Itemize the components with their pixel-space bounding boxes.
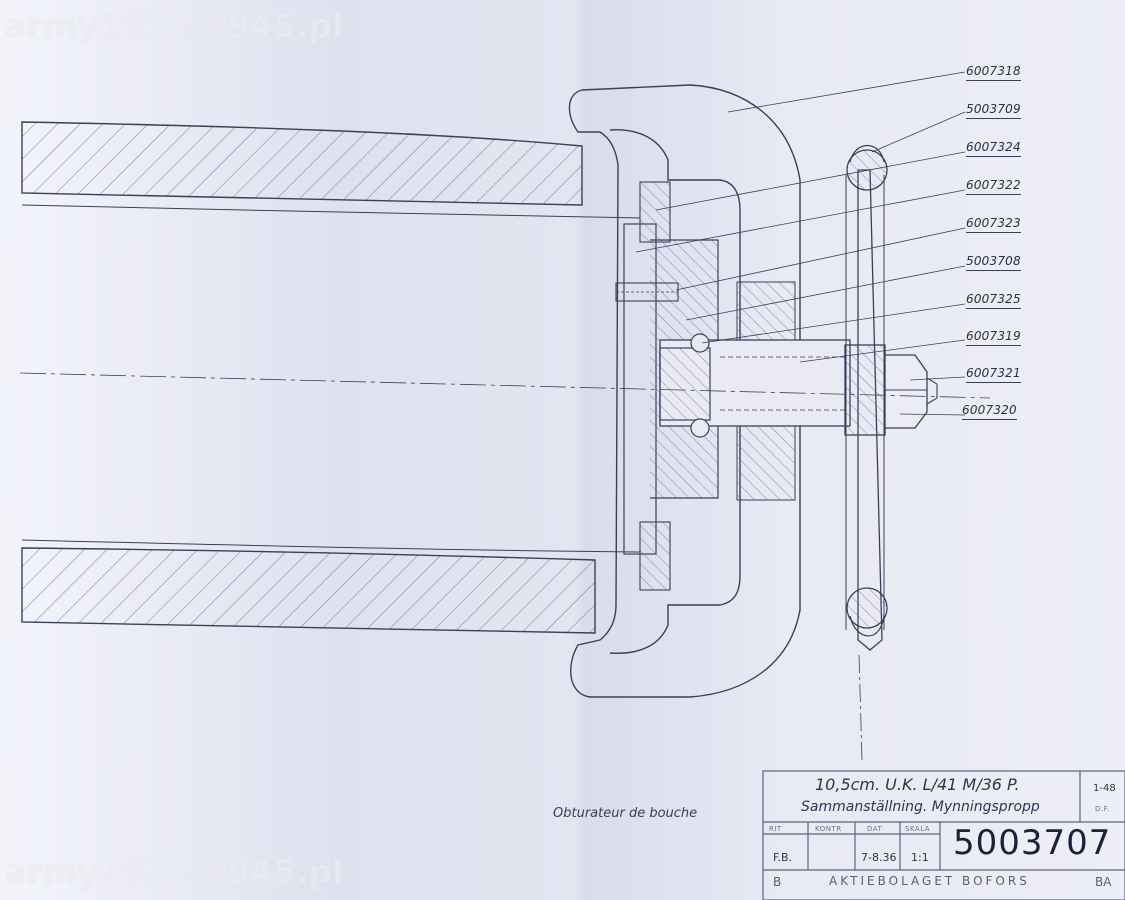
header-skala: SKALA xyxy=(905,825,931,833)
drawing-number: 5003707 xyxy=(953,823,1112,863)
part-number-label: 6007325 xyxy=(966,292,1021,309)
mark-right: BA xyxy=(1095,875,1112,889)
company-name: AKTIEBOLAGET BOFORS xyxy=(829,874,1030,888)
sheet-code: D.F. xyxy=(1095,805,1110,813)
part-number-label: 6007318 xyxy=(966,64,1021,81)
part-number-label: 6007319 xyxy=(966,329,1021,346)
drawing-scale: 1:1 xyxy=(911,851,929,864)
seal-ring-top xyxy=(639,181,671,243)
part-number-label: 6007323 xyxy=(966,216,1021,233)
handle-knob-bottom xyxy=(846,587,888,629)
spindle-head xyxy=(659,347,711,421)
header-dat: DAT xyxy=(867,825,883,833)
title-block: 10,5cm. U.K. L/41 M/36 P. Sammanställnin… xyxy=(763,771,1125,900)
watermark-top: army1914-1945.pl xyxy=(4,6,344,45)
part-number-label: 5003709 xyxy=(966,102,1021,119)
part-number-label: 6007324 xyxy=(966,140,1021,157)
drawing-date: 7-8.36 xyxy=(861,851,897,864)
part-number-label: 6007320 xyxy=(962,403,1017,420)
part-number-label: 6007321 xyxy=(966,366,1021,383)
sheet-ref: 1-48 xyxy=(1093,783,1116,794)
title-line-2: Sammanställning. Mynningspropp xyxy=(801,799,1040,815)
barrel-wall-top xyxy=(21,121,583,206)
drawing-caption: Obturateur de bouche xyxy=(553,806,698,821)
part-number-label: 5003708 xyxy=(966,254,1021,271)
part-number-label: 6007322 xyxy=(966,178,1021,195)
ball-bearing-bottom xyxy=(690,418,710,438)
hub xyxy=(844,344,886,436)
mark-left: B xyxy=(773,875,782,889)
title-block-frame xyxy=(762,770,1125,900)
leader-lines xyxy=(635,71,966,416)
header-rit: RIT xyxy=(769,825,782,833)
barrel-wall-bottom xyxy=(21,547,596,634)
watermark-bottom: army1914-1945.pl xyxy=(4,852,344,891)
ball-bearing-top xyxy=(690,333,710,353)
center-line xyxy=(19,372,991,399)
title-line-1: 10,5cm. U.K. L/41 M/36 P. xyxy=(815,775,1020,794)
muzzle-cap-outer xyxy=(568,84,801,698)
drawn-by: F.B. xyxy=(773,851,793,864)
header-kontr: KONTR xyxy=(815,825,842,833)
hex-nut xyxy=(884,354,928,429)
seal-ring-bottom xyxy=(639,521,671,591)
